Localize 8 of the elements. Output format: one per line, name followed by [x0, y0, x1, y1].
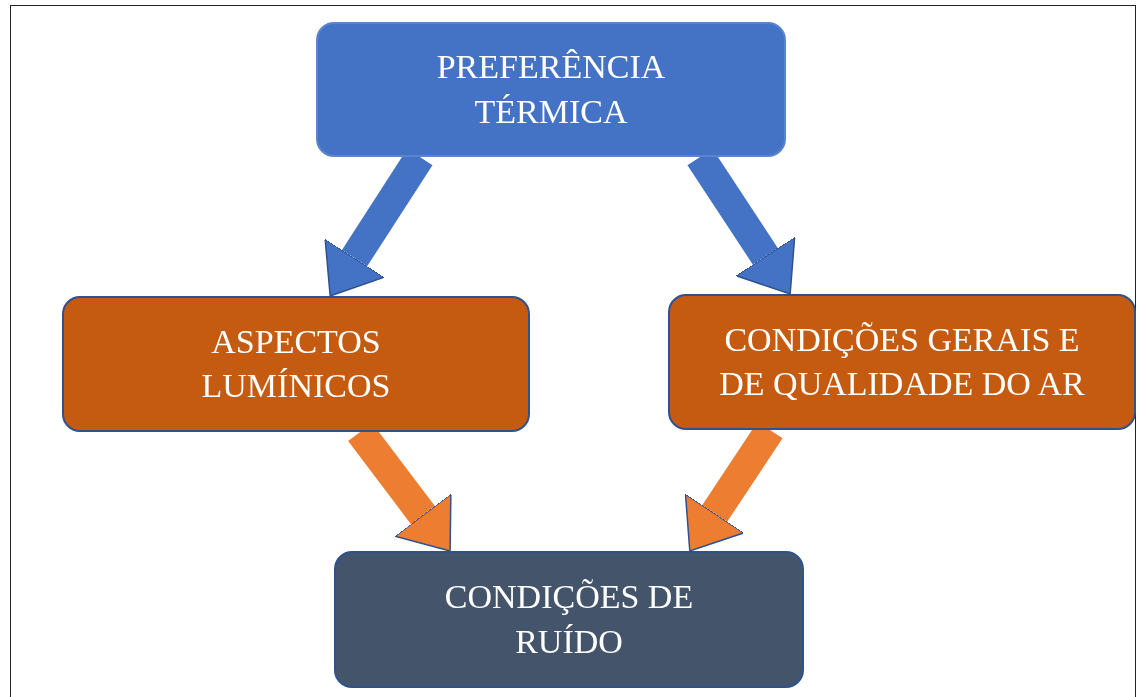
- process-box: [668, 294, 1136, 430]
- box-label: PREFERÊNCIA TÉRMICA: [435, 47, 667, 132]
- box-label: CONDIÇÕES DE RUÍDO: [443, 577, 695, 662]
- box-label: CONDIÇÕES GERAIS E DE QUALIDADE DO AR: [718, 319, 1086, 404]
- process-box: [62, 296, 530, 432]
- process-box: [334, 551, 804, 688]
- box-label: ASPECTOS LUMÍNICOS: [200, 321, 392, 406]
- process-box: [316, 22, 786, 157]
